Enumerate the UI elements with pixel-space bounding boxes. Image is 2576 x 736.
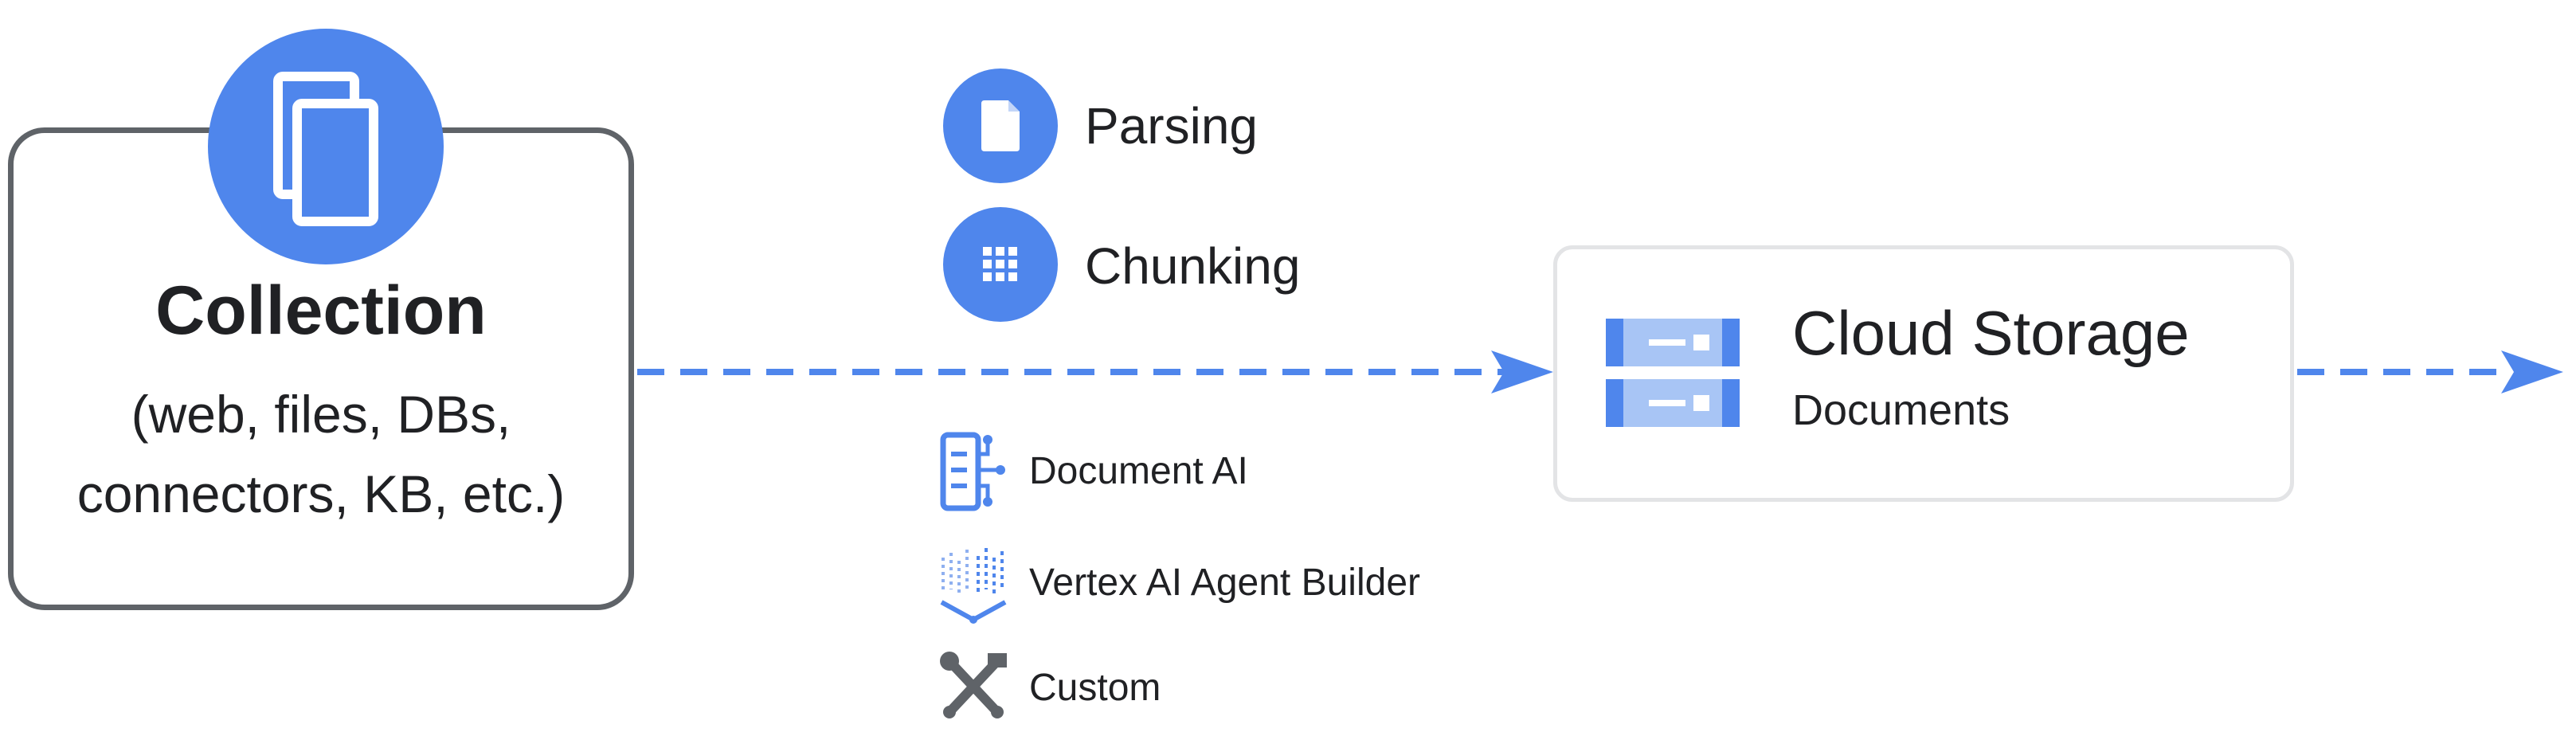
vertex-ai-agent-builder-icon	[940, 548, 1007, 624]
document-icon	[981, 100, 1020, 151]
parsing-icon-circle	[943, 69, 1058, 183]
collection-subtitle: (web, files, DBs, connectors, KB, etc.)	[76, 385, 566, 523]
parsing-label: Parsing	[1085, 97, 1258, 155]
grid-icon	[983, 247, 1017, 281]
document-ai-icon	[940, 432, 1005, 511]
cloud-storage-box	[1553, 245, 2294, 502]
arrow-collection-to-storage	[637, 350, 1553, 393]
tools-icon	[940, 652, 1007, 718]
collection-title: Collection	[155, 272, 487, 349]
collection-icon-circle	[208, 29, 444, 264]
copy-documents-icon	[273, 72, 378, 226]
cloud-storage-title: Cloud Storage	[1792, 298, 2190, 368]
arrow-storage-to-next	[2297, 350, 2563, 393]
document-ai-label: Document AI	[1029, 450, 1248, 492]
vertex-ai-agent-builder-label: Vertex AI Agent Builder	[1029, 562, 1420, 604]
chunking-icon-circle	[943, 207, 1058, 322]
cloud-storage-subtitle: Documents	[1792, 386, 2010, 434]
chunking-label: Chunking	[1085, 237, 1301, 295]
custom-label: Custom	[1029, 667, 1161, 709]
cloud-storage-icon	[1606, 319, 1740, 427]
